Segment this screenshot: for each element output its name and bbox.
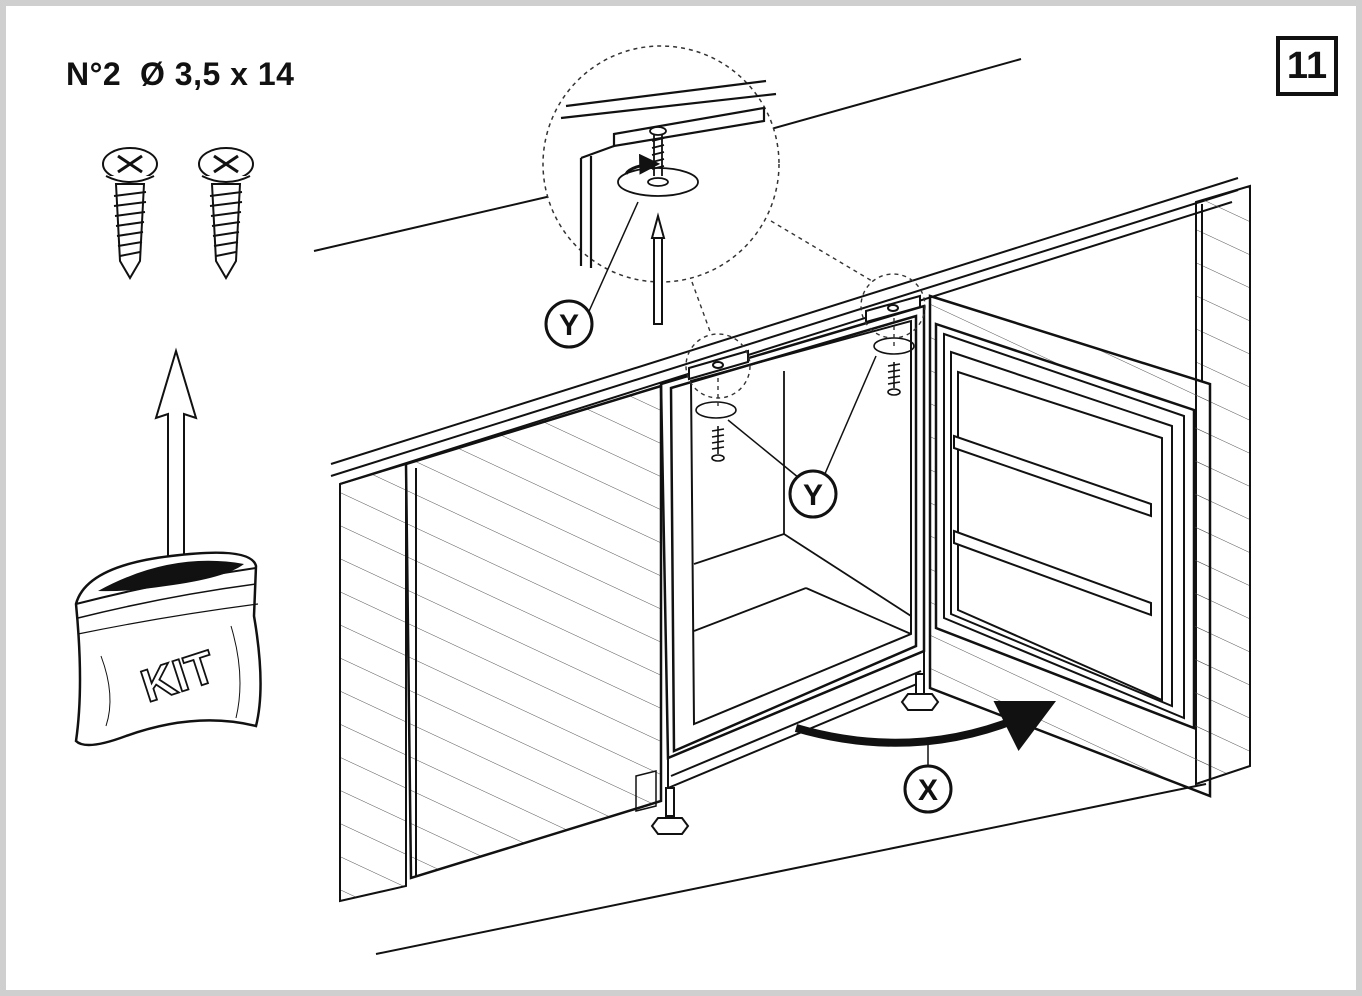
appliance-door [934, 322, 1196, 730]
adjustable-foot-right [900, 673, 940, 711]
left-cabinet-door [404, 384, 663, 880]
fridge-interior [693, 371, 912, 635]
door-shelf-bars [953, 434, 1152, 617]
callout-y-bottom-text: Y [803, 479, 823, 512]
screw-icon-2 [198, 147, 254, 280]
screw-icon-1 [102, 147, 158, 280]
magnified-detail [542, 45, 780, 325]
top-bracket-right [865, 294, 921, 324]
step-number-badge: 11 [1276, 36, 1338, 96]
detail-highlight-circles [685, 220, 926, 410]
screw-left [695, 401, 737, 462]
up-arrow-icon [154, 347, 198, 587]
callout-y-top-text: Y [559, 309, 579, 342]
top-bracket-left [688, 349, 749, 381]
callout-x-text: X [918, 774, 938, 807]
adjustable-foot-left [650, 787, 690, 835]
callout-y-top: Y [544, 299, 594, 349]
left-cabinet-side [339, 462, 407, 903]
plinth-left [635, 770, 657, 812]
door-swing-arrow [794, 700, 1057, 752]
screw-right [873, 337, 915, 396]
screwdriver [650, 212, 666, 325]
kit-bag-icon: KIT [74, 551, 262, 747]
installation-drawing: Y Y X [74, 45, 1251, 955]
callout-lines [585, 201, 929, 768]
screw-spec-label: N°2 Ø 3,5 x 14 [66, 56, 295, 92]
worktop [313, 58, 1239, 955]
callout-y-bottom: Y [788, 469, 838, 519]
callout-x: X [903, 764, 953, 814]
